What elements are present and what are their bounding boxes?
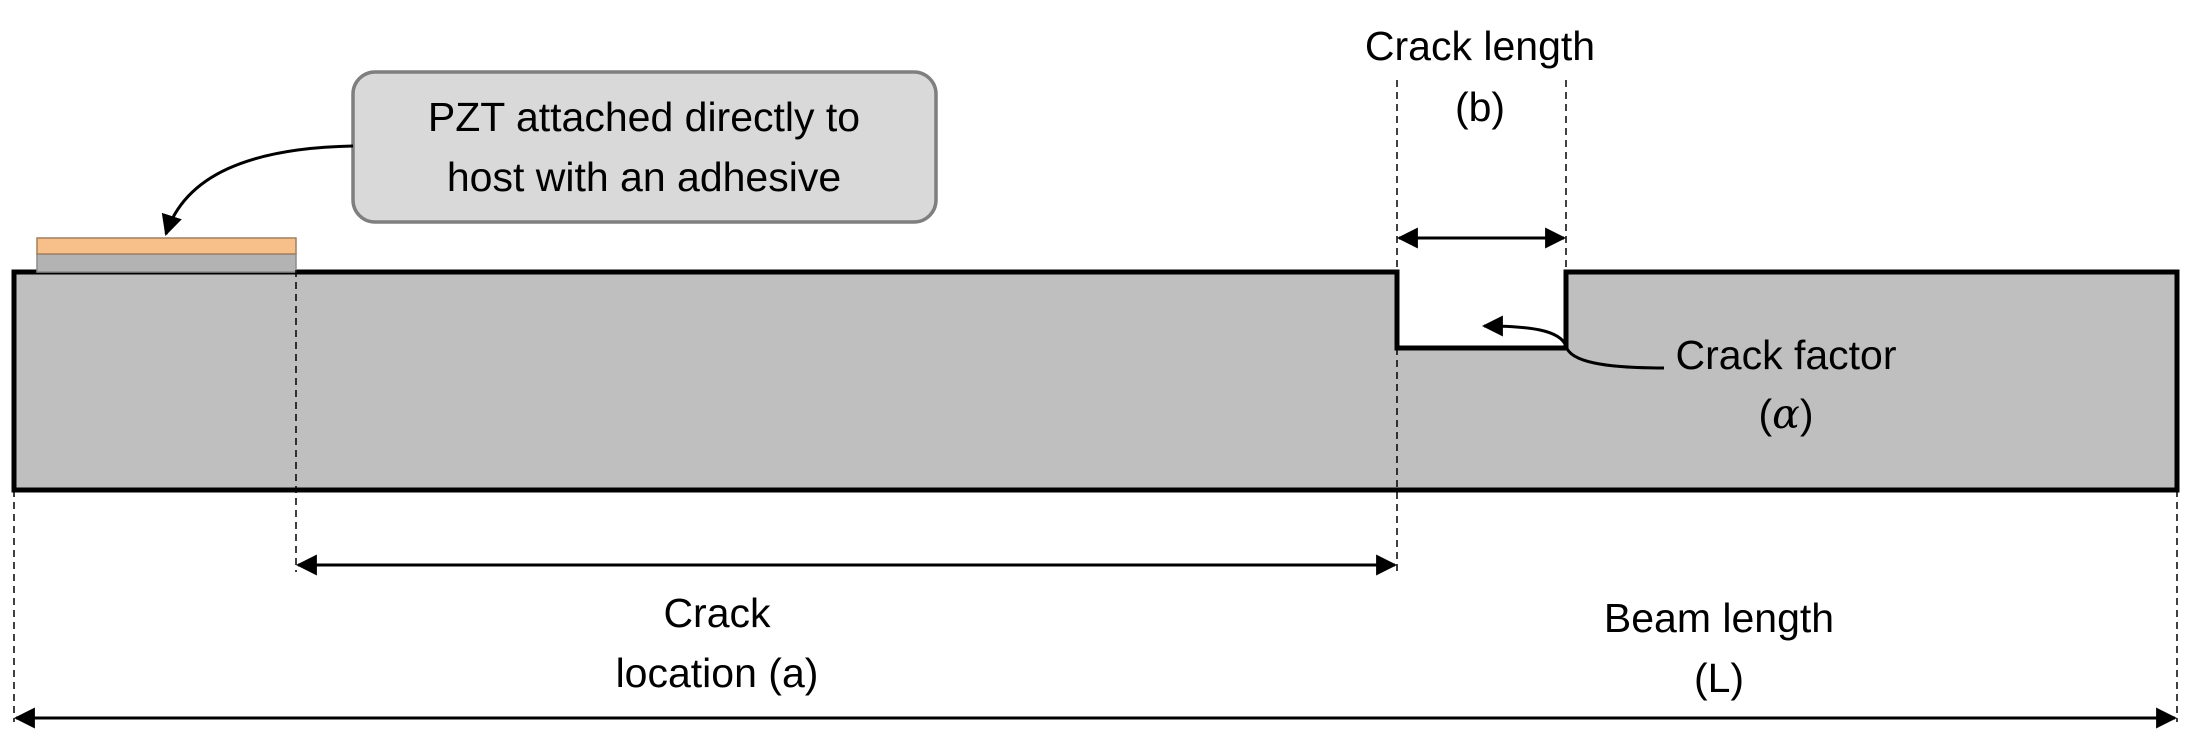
callout-line-2: host with an adhesive — [447, 154, 841, 200]
crack-factor-close-paren: ) — [1800, 391, 1814, 437]
crack-factor-label-line-1: Crack factor — [1676, 332, 1897, 378]
crack-factor-label-line-2: (α) — [1759, 390, 1814, 438]
crack-length-label-line-1: Crack length — [1365, 23, 1595, 69]
beam-length-label-line-2: (L) — [1694, 655, 1744, 701]
crack-location-label-line-2: location (a) — [616, 650, 819, 696]
callout-pointer-arrow — [161, 144, 354, 236]
pzt-adhesive-layer — [36, 253, 297, 273]
crack-location-label-line-1: Crack — [663, 590, 771, 636]
beam-body — [11, 269, 2180, 493]
crack-length-label-line-2: (b) — [1455, 84, 1505, 130]
pzt-patch — [36, 237, 297, 255]
crack-factor-alpha-symbol: α — [1772, 390, 1800, 438]
callout-line-1: PZT attached directly to — [428, 94, 860, 140]
crack-factor-open-paren: ( — [1759, 391, 1773, 437]
beam-length-label-line-1: Beam length — [1604, 595, 1834, 641]
crack-factor-pointer-arrow — [1481, 315, 1665, 370]
